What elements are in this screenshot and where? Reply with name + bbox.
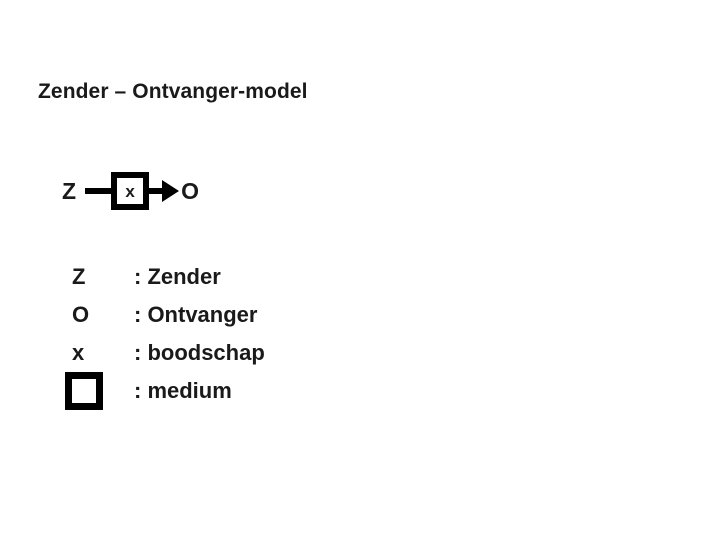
legend-row: O : Ontvanger — [62, 296, 265, 334]
arrow-shaft — [149, 188, 164, 194]
legend-symbol — [62, 372, 134, 410]
legend-symbol-label: O — [72, 302, 90, 327]
line-icon — [85, 188, 112, 194]
legend: Z : Zender O : Ontvanger x : boodschap :… — [62, 258, 265, 410]
legend-symbol: Z — [62, 266, 134, 288]
arrow-head — [162, 180, 180, 202]
diagram-receiver-label: O — [181, 177, 199, 204]
legend-row: x : boodschap — [62, 334, 265, 372]
legend-description: : medium — [134, 378, 232, 403]
legend-description: : Zender — [134, 264, 221, 289]
sender-receiver-diagram: Z x O — [62, 168, 199, 214]
square-outline-icon — [65, 372, 103, 410]
diagram-sender-label: Z — [62, 177, 77, 204]
page-title: Zender – Ontvanger-model — [38, 80, 308, 103]
arrow-right-icon — [149, 180, 180, 202]
legend-symbol: x — [62, 342, 134, 364]
legend-description: : boodschap — [134, 340, 265, 365]
legend-symbol-label: Z — [72, 264, 86, 289]
legend-row: : medium — [62, 372, 265, 410]
legend-symbol-label: x — [72, 340, 85, 365]
legend-row: Z : Zender — [62, 258, 265, 296]
diagram-medium-box: x — [111, 172, 150, 210]
legend-symbol: O — [62, 304, 134, 326]
legend-description: : Ontvanger — [134, 302, 258, 327]
diagram-message-label: x — [125, 181, 135, 201]
